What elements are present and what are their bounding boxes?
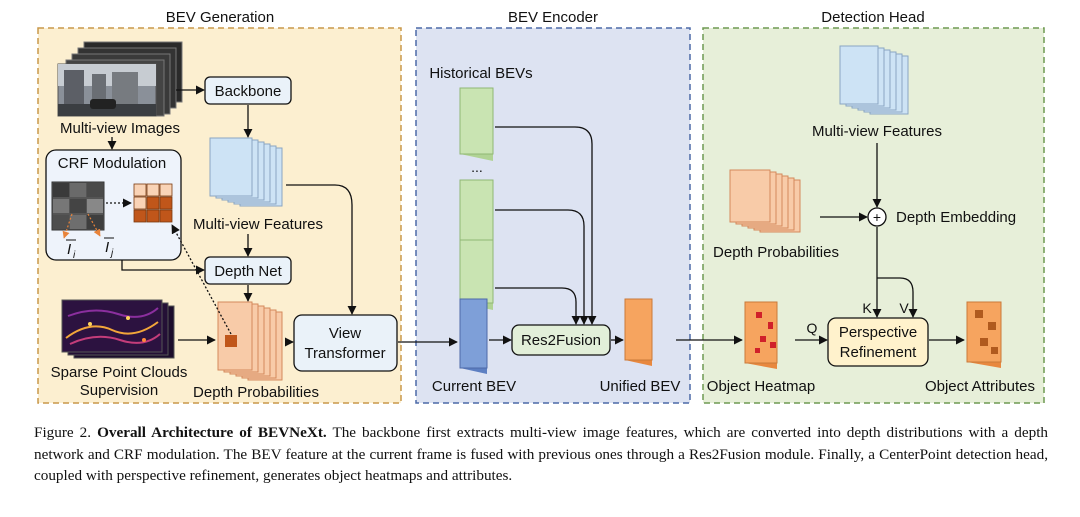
historical-bev-1 xyxy=(459,87,494,161)
res2fusion-label: Res2Fusion xyxy=(521,332,601,349)
view-transformer-label-1: View xyxy=(329,325,361,342)
historical-bevs-label: Historical BEVs xyxy=(429,65,532,82)
historical-bev-3 xyxy=(459,239,494,310)
depth-net-label: Depth Net xyxy=(214,263,282,280)
view-transformer-label-2: Transformer xyxy=(304,345,385,362)
svg-text:j: j xyxy=(109,248,114,259)
k-label: K xyxy=(862,300,872,316)
crf-image-i-symbol: I i xyxy=(66,239,76,261)
arrow-histbev2-to-res2fusion xyxy=(495,209,589,325)
crf-modulation-label: CRF Modulation xyxy=(58,155,166,172)
multiview-images-stack xyxy=(57,41,183,117)
crf-probability-grid xyxy=(133,183,173,223)
unified-bev xyxy=(624,298,653,366)
caption-title: Overall Architecture of BEVNeXt. xyxy=(97,424,327,441)
section-title-bev-generation: BEV Generation xyxy=(166,9,274,26)
crf-sub-arrow-i xyxy=(62,213,73,239)
object-attributes xyxy=(966,301,1002,368)
depth-probabilities-stack-det xyxy=(729,169,801,233)
object-heatmap-label: Object Heatmap xyxy=(707,378,815,395)
backbone-box xyxy=(204,76,292,105)
v-label: V xyxy=(899,300,909,316)
multiview-images-label: Multi-view Images xyxy=(60,120,180,137)
multiview-features-stack-det xyxy=(839,45,909,115)
current-bev xyxy=(459,298,488,374)
depth-prob-highlight xyxy=(225,335,237,347)
object-heatmap xyxy=(744,301,778,369)
depth-net-box xyxy=(204,256,292,285)
crf-image-grid xyxy=(51,181,105,231)
svg-text:i: i xyxy=(73,250,76,261)
perspective-refinement-label-1: Perspective xyxy=(839,324,917,341)
caption-body: The backbone first extracts multi-view i… xyxy=(34,424,1049,485)
perspective-refinement-box xyxy=(827,317,929,367)
res2fusion-box xyxy=(511,324,611,356)
backbone-label: Backbone xyxy=(215,83,282,100)
historical-bev-2 xyxy=(459,179,494,249)
depth-embedding-plus-node xyxy=(867,207,887,227)
historical-bevs-ellipsis: ... xyxy=(471,159,483,175)
unified-bev-label: Unified BEV xyxy=(600,378,681,395)
plus-symbol: + xyxy=(873,209,881,225)
arrow-crf-to-depthnet xyxy=(121,260,205,275)
arrow-histbev3-to-res2fusion xyxy=(495,287,581,325)
depth-embedding-label: Depth Embedding xyxy=(896,209,1016,226)
current-bev-label: Current BEV xyxy=(432,378,516,395)
sparse-point-clouds-label-1: Sparse Point Clouds xyxy=(51,364,188,381)
q-label: Q xyxy=(807,320,818,336)
arrow-features-to-viewtransformer xyxy=(286,184,357,315)
section-title-detection-head: Detection Head xyxy=(821,9,924,26)
object-attributes-label: Object Attributes xyxy=(925,378,1035,395)
caption-prefix: Figure 2. xyxy=(34,424,92,441)
section-title-bev-encoder: BEV Encoder xyxy=(508,9,598,26)
crf-modulation-box xyxy=(45,149,182,261)
dotted-arrow-depthprob-to-crf xyxy=(171,224,232,335)
crf-sub-arrow-j xyxy=(87,213,101,237)
depth-probabilities-label-gen: Depth Probabilities xyxy=(193,384,319,401)
svg-text:I: I xyxy=(105,239,109,256)
view-transformer-box xyxy=(293,314,398,372)
crf-image-j-symbol: I j xyxy=(104,237,114,259)
sparse-point-clouds-stack xyxy=(61,299,175,359)
arrow-plus-to-refinement-v xyxy=(877,277,918,318)
multiview-features-label-det: Multi-view Features xyxy=(812,123,942,140)
figure-caption: Figure 2. Overall Architecture of BEVNeX… xyxy=(34,422,1048,487)
sparse-point-clouds-label-2: Supervision xyxy=(80,382,158,399)
architecture-diagram: BEV Generation BEV Encoder Detection Hea… xyxy=(37,9,1045,404)
multiview-features-stack-gen xyxy=(209,137,283,207)
arrow-histbev1-to-res2fusion xyxy=(495,126,597,325)
perspective-refinement-label-2: Refinement xyxy=(840,344,918,361)
multiview-features-label-gen: Multi-view Features xyxy=(193,216,323,233)
depth-probabilities-label-det: Depth Probabilities xyxy=(713,244,839,261)
svg-text:I: I xyxy=(67,241,71,258)
